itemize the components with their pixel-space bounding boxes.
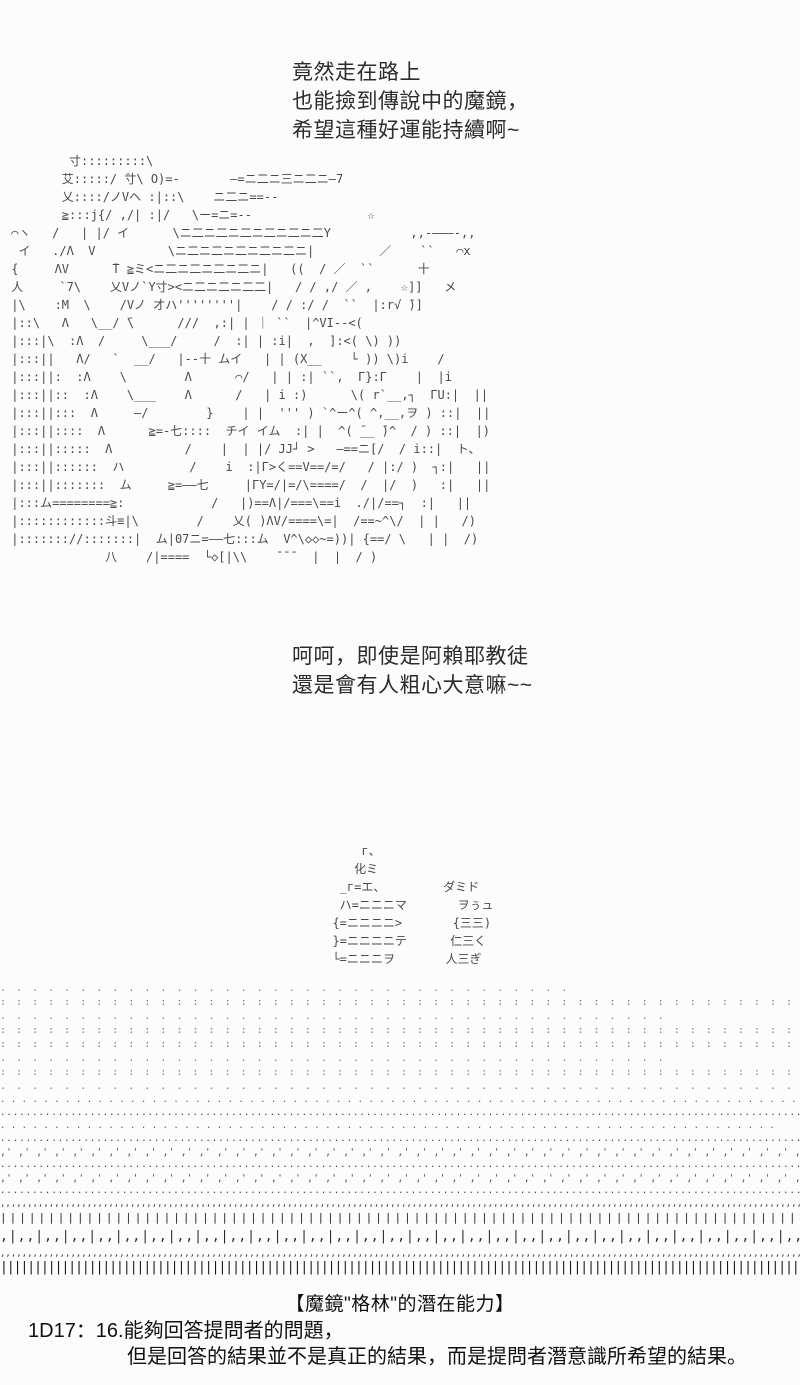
texture-row: ||||||||||||||||||||||||||||||||||||||||…: [0, 1211, 800, 1224]
texture-row: . . . . . . . . . . . . . . . . . . . . …: [0, 1081, 800, 1092]
text-line: 希望這種好運能持續啊~: [292, 119, 520, 142]
texture-row: . . . . . . . . . . . . . . . . . . . . …: [0, 1053, 666, 1064]
ground-texture: . . . . . . . . . . . . . . . . . . . . …: [0, 982, 800, 1276]
text-line: 呵呵，即使是阿賴耶教徒: [292, 645, 529, 668]
texture-row: ,,,,,,,,,,,,,,,,,,,,,,,,,,,,,,,,,,,,,,,,…: [0, 1249, 800, 1259]
texture-row: . . . . . . . . . . . . . . . . . . . . …: [0, 983, 570, 994]
texture-row: ,' ,' ,' ,' ,' ,' ,' ,' ,' ,' ,' ,' ,' ,…: [0, 1173, 800, 1184]
texture-row: ||||||||||||||||||||||||||||||||||||||||…: [0, 1260, 800, 1275]
main-ascii-art: 寸:::::::::\ 艾:::::/ ̄寸\ O)=‐ ―=ニ二ニ三ニ二ニ―7…: [11, 154, 491, 564]
texture-row: ........................................…: [0, 1186, 800, 1196]
texture-row: . . . . . . . . . . . . . . . . . . . . …: [0, 1095, 800, 1105]
text-line: 也能撿到傳說中的魔鏡，: [292, 90, 529, 113]
texture-row: ,|,,|,,|,,|,,|,,|,,|,,|,,|,,|,,|,,|,,|,,…: [0, 1229, 800, 1244]
caption-line-1: 1D17：16.能夠回答提問者的問題，: [28, 1320, 344, 1342]
texture-row: ,,,,,,,,,,,,,,,,,,,,,,,,,,,,,,,,,,,,,,,,…: [0, 1199, 800, 1209]
texture-row: ........................................…: [0, 1134, 800, 1144]
caption-title: 【魔鏡"格林"的潛在能力】: [285, 1294, 515, 1315]
texture-row: : : : : : : : : : : : : : : : : : : : : …: [0, 1039, 800, 1050]
text-line: 還是會有人粗心大意嘛~~: [292, 674, 533, 697]
texture-row: ,' ,' ,' ,' ,' ,' ,' ,' ,' ,' ,' ,' ,' ,…: [0, 1147, 800, 1158]
texture-row: ........................................…: [0, 1160, 800, 1170]
mid-dialogue-text: 呵呵，即使是阿賴耶教徒還是會有人粗心大意嘛~~: [292, 642, 533, 700]
top-dialogue-text: 竟然走在路上也能撿到傳說中的魔鏡， 希望這種好運能持續啊~: [292, 58, 529, 145]
texture-row: . . . . . . . . . . . . . . . . . . . . …: [0, 1121, 775, 1131]
text-line: 竟然走在路上: [292, 61, 421, 84]
texture-row: : : : : : : : : : : : : : : : : : : : : …: [0, 997, 795, 1008]
texture-row: ........................................…: [0, 1108, 800, 1118]
texture-row: . . . . . . . . . . . . . . . . . . . . …: [0, 1011, 666, 1022]
small-ascii-art: г、 化ミ _г=エ、 ダミド ハ=ニニニマ ヲぅュ {=ニニニニ> {三三) …: [332, 844, 494, 966]
texture-row: : : : : : : : : : : : : : : : : : : : : …: [0, 1025, 800, 1036]
texture-row: : : : : : : : : : : : : : : : : : : : : …: [0, 1067, 800, 1078]
caption-line-2: 但是回答的結果並不是真正的結果，而是提問者潛意識所希望的結果。: [127, 1346, 747, 1368]
